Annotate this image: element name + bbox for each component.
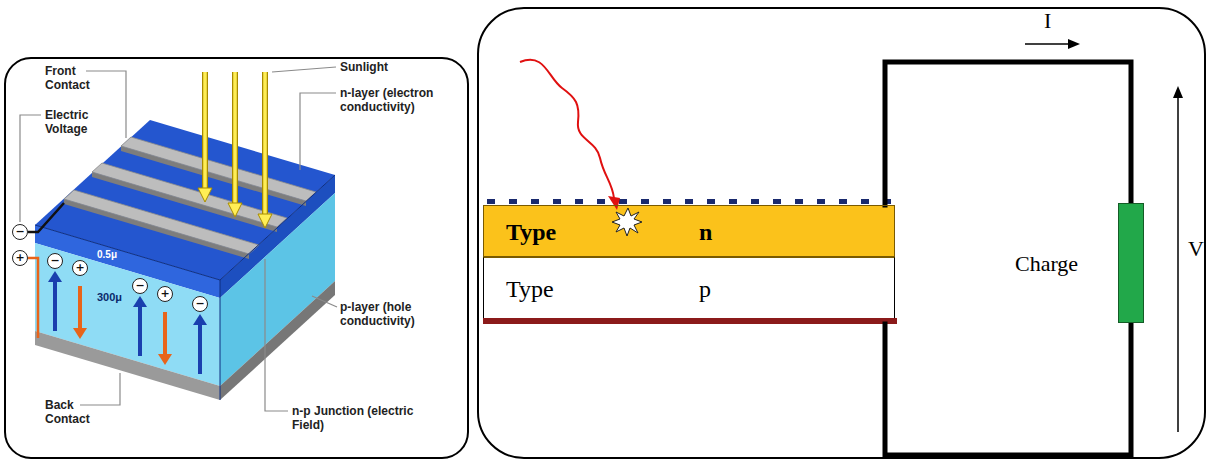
part-label: n-layer (electron conductivity) [340, 86, 464, 114]
n-layer-fill [483, 205, 895, 257]
node-text: Type [506, 218, 556, 246]
charge-symbol: + [157, 286, 173, 302]
part-label: p-layer (hole conductivity) [340, 300, 464, 328]
left-panel [5, 58, 468, 458]
dimension: 0.5μ [97, 248, 117, 262]
leader-lines [20, 67, 337, 411]
node-text: n [699, 218, 712, 246]
part-label: Electric Voltage [45, 108, 121, 136]
part-label: Front Contact [45, 64, 121, 92]
charge-symbol: − [192, 296, 208, 312]
part-label: Sunlight [340, 60, 462, 74]
sunlight-arrows [198, 72, 272, 228]
measure-arrows [1025, 39, 1183, 432]
node-text: p [699, 275, 711, 303]
node-text: Charge [1015, 250, 1078, 278]
terminal-wire [28, 203, 64, 232]
carrier-arrows [48, 271, 207, 374]
part-label: n-p Junction (electric Field) [292, 404, 432, 432]
p-layer-band: Type p [483, 257, 895, 318]
circuit-wire [885, 323, 1131, 455]
charge-symbol: + [12, 250, 28, 266]
n-layer-band: Type n [483, 205, 895, 257]
charge-symbol: − [47, 253, 63, 269]
dimension: 300μ [97, 290, 122, 304]
node-text: Type [506, 275, 554, 303]
voltage-label: V [1188, 236, 1204, 262]
load-resistor: Charge [1118, 203, 1144, 323]
charge-symbol: − [132, 278, 148, 294]
back-contact [483, 318, 897, 324]
solar-cell [35, 120, 335, 400]
charge-symbol: − [12, 224, 28, 240]
photon [520, 60, 642, 236]
circuit-wire [885, 62, 1131, 205]
right-panel [478, 8, 1205, 458]
charge-symbol: + [72, 260, 88, 276]
terminal-wire [28, 258, 38, 338]
part-label: Back Contact [45, 398, 121, 426]
current-label: I [1044, 8, 1051, 34]
